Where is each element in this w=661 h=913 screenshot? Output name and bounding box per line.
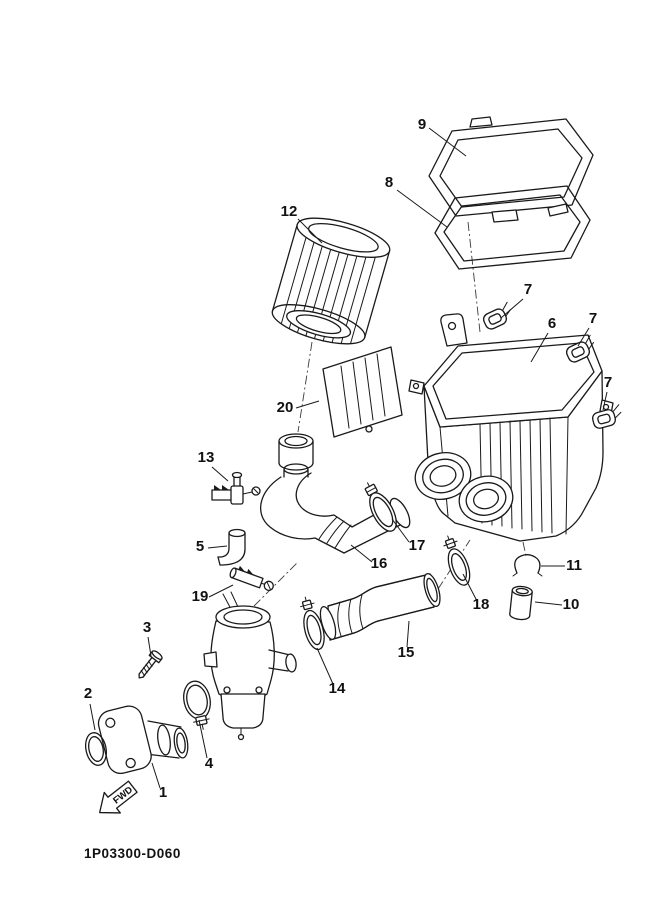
callout-16: 16 bbox=[371, 555, 388, 572]
callout-17: 17 bbox=[409, 537, 426, 554]
leader-lines bbox=[89, 127, 608, 789]
callout-5: 5 bbox=[196, 538, 204, 555]
part-cover-seal bbox=[434, 185, 591, 270]
cover-tab-bottom bbox=[491, 209, 519, 223]
callout-14: 14 bbox=[329, 680, 346, 697]
callout-7-2: 7 bbox=[589, 310, 597, 327]
callout-3: 3 bbox=[143, 619, 151, 636]
part-spring-clamp-7a bbox=[482, 301, 511, 330]
callout-12: 12 bbox=[281, 203, 298, 220]
diagram-code: 1P03300-D060 bbox=[84, 846, 181, 861]
callout-6: 6 bbox=[548, 315, 556, 332]
part-spring-clamp-7c bbox=[592, 404, 622, 429]
part-intake-joint bbox=[97, 705, 189, 775]
case-inlet-port-upper bbox=[414, 452, 472, 500]
case-bracket bbox=[440, 313, 468, 347]
part-air-cleaner-case bbox=[408, 313, 614, 542]
callout-18: 18 bbox=[473, 596, 490, 613]
callout-20: 20 bbox=[277, 399, 294, 416]
fwd-arrow-shape bbox=[99, 780, 138, 814]
callout-1: 1 bbox=[159, 784, 167, 801]
part-carb-joint-duct bbox=[260, 433, 411, 554]
callout-labels: 9 8 12 7 6 7 7 20 13 5 16 17 19 18 11 10… bbox=[84, 116, 612, 801]
carb-float-bowl bbox=[220, 693, 266, 729]
part-air-filter-element bbox=[271, 217, 391, 345]
cover-tab-corner bbox=[547, 203, 569, 217]
part-elbow-pipe-5 bbox=[217, 528, 246, 566]
part-breather-fitting-13 bbox=[211, 471, 261, 505]
case-inlet-port-lower bbox=[458, 475, 514, 523]
part-baffle-plate bbox=[322, 346, 403, 438]
callout-4: 4 bbox=[205, 755, 214, 772]
part-drain-fitting-19 bbox=[229, 565, 274, 591]
part-rubber-boot bbox=[509, 585, 533, 621]
callout-7-3: 7 bbox=[604, 374, 612, 391]
part-bolt bbox=[138, 650, 163, 679]
callout-10: 10 bbox=[563, 596, 580, 613]
part-air-cleaner-cover bbox=[428, 116, 594, 223]
callout-15: 15 bbox=[398, 644, 415, 661]
callout-13: 13 bbox=[198, 449, 215, 466]
fwd-arrow: FWD bbox=[99, 780, 138, 814]
callout-7-1: 7 bbox=[524, 281, 532, 298]
callout-8: 8 bbox=[385, 174, 393, 191]
case-ear-left bbox=[408, 379, 425, 395]
callout-9: 9 bbox=[418, 116, 426, 133]
part-clamp-14 bbox=[300, 596, 325, 651]
part-clamp-4 bbox=[183, 680, 211, 730]
part-clamp-17 bbox=[364, 482, 397, 532]
callout-11: 11 bbox=[566, 557, 582, 574]
part-clip bbox=[512, 554, 543, 577]
cover-tab-top bbox=[469, 116, 493, 128]
part-intake-duct bbox=[319, 572, 441, 641]
callout-19: 19 bbox=[192, 588, 209, 605]
part-spring-clamp-7b bbox=[565, 334, 594, 363]
part-carburetor bbox=[203, 591, 297, 741]
part-o-ring bbox=[84, 732, 108, 766]
callout-2: 2 bbox=[84, 685, 92, 702]
